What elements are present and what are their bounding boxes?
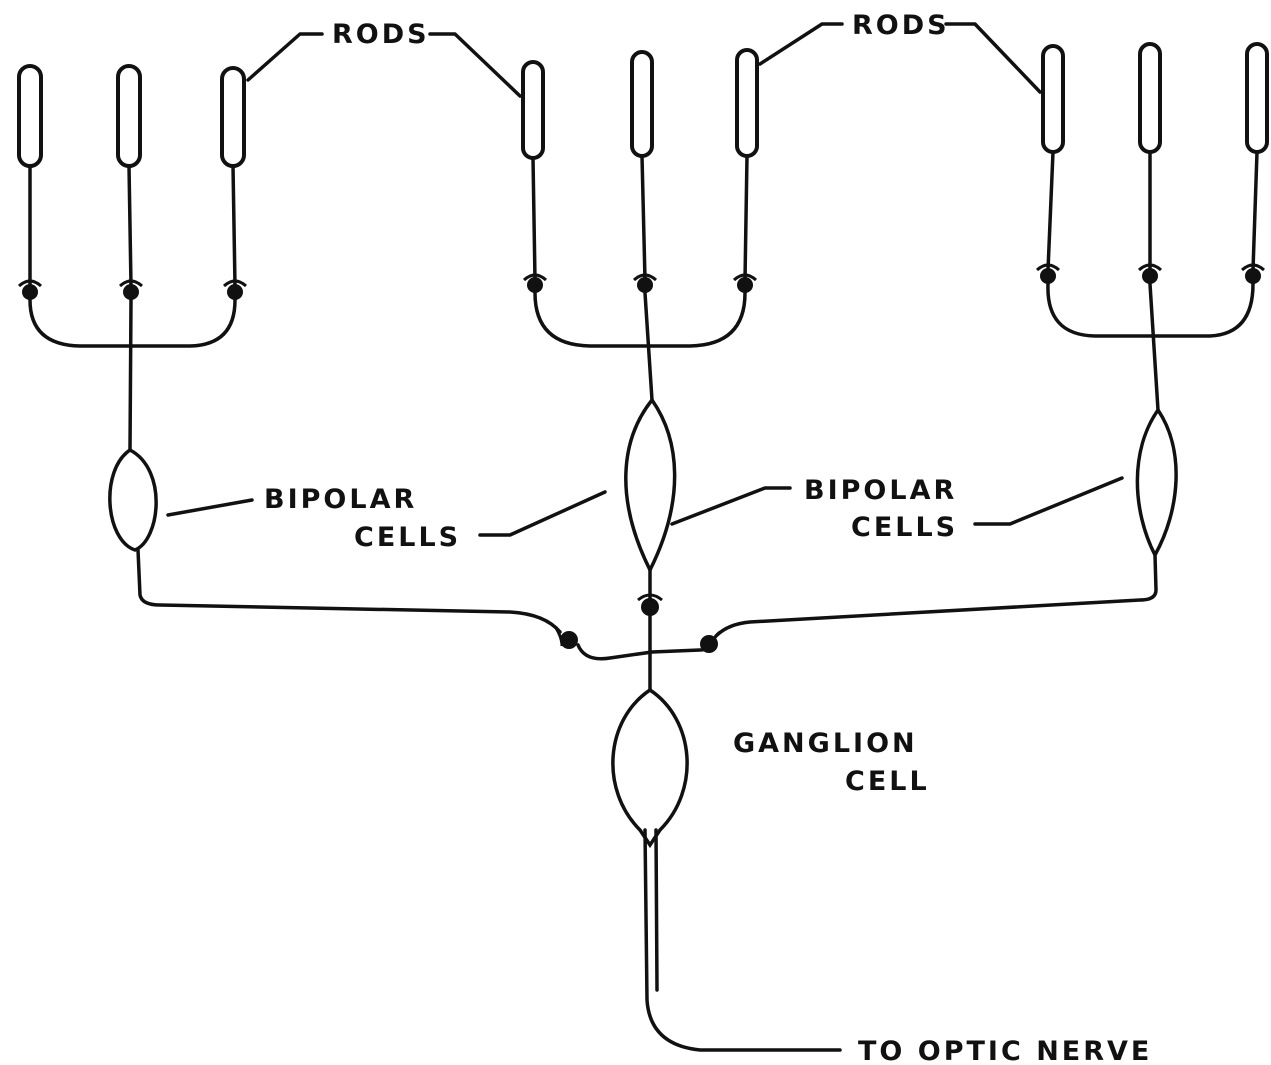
bipolar-label-left-line1: BIPOLAR: [264, 484, 417, 515]
synapse: [524, 275, 546, 293]
bipolar-label-right-line2: CELLS: [851, 512, 958, 543]
synapse: [634, 275, 656, 293]
rod: [19, 66, 41, 166]
synapse: [734, 275, 756, 293]
rods-label-left: RODS: [332, 19, 430, 50]
optic-nerve-label: TO OPTIC NERVE: [858, 1036, 1152, 1065]
bipolar-label-right-line1: BIPOLAR: [804, 475, 957, 506]
rod: [737, 50, 757, 156]
rod: [632, 52, 652, 156]
ganglion-cell: [613, 690, 687, 845]
bipolar-label-left-line2: CELLS: [354, 522, 461, 553]
rod: [1140, 44, 1160, 152]
rod: [1043, 46, 1063, 152]
optic-nerve-axon: [645, 830, 840, 1050]
synapse: [638, 595, 662, 616]
rod: [523, 62, 543, 158]
rod-group-middle: [523, 50, 757, 158]
rod-group-left: [19, 66, 244, 166]
rod: [118, 66, 140, 166]
rod-axons: [30, 152, 1257, 286]
ganglion-dendrites: [578, 615, 709, 690]
synapse: [556, 628, 578, 649]
rod: [1247, 44, 1267, 152]
bipolar-cell-left: [110, 450, 156, 550]
bipolar-cell-right: [1137, 410, 1176, 555]
ganglion-label-line1: GANGLION: [733, 728, 918, 759]
rods-label-right: RODS: [852, 10, 950, 41]
rod: [222, 68, 244, 166]
bipolar-cell-middle: [626, 400, 675, 570]
rod-bipolar-synapses: [19, 265, 1264, 300]
ganglion-label-line2: CELL: [845, 766, 930, 797]
rod-group-right: [1043, 44, 1267, 152]
bipolar-ganglion-synapses: [556, 595, 720, 653]
